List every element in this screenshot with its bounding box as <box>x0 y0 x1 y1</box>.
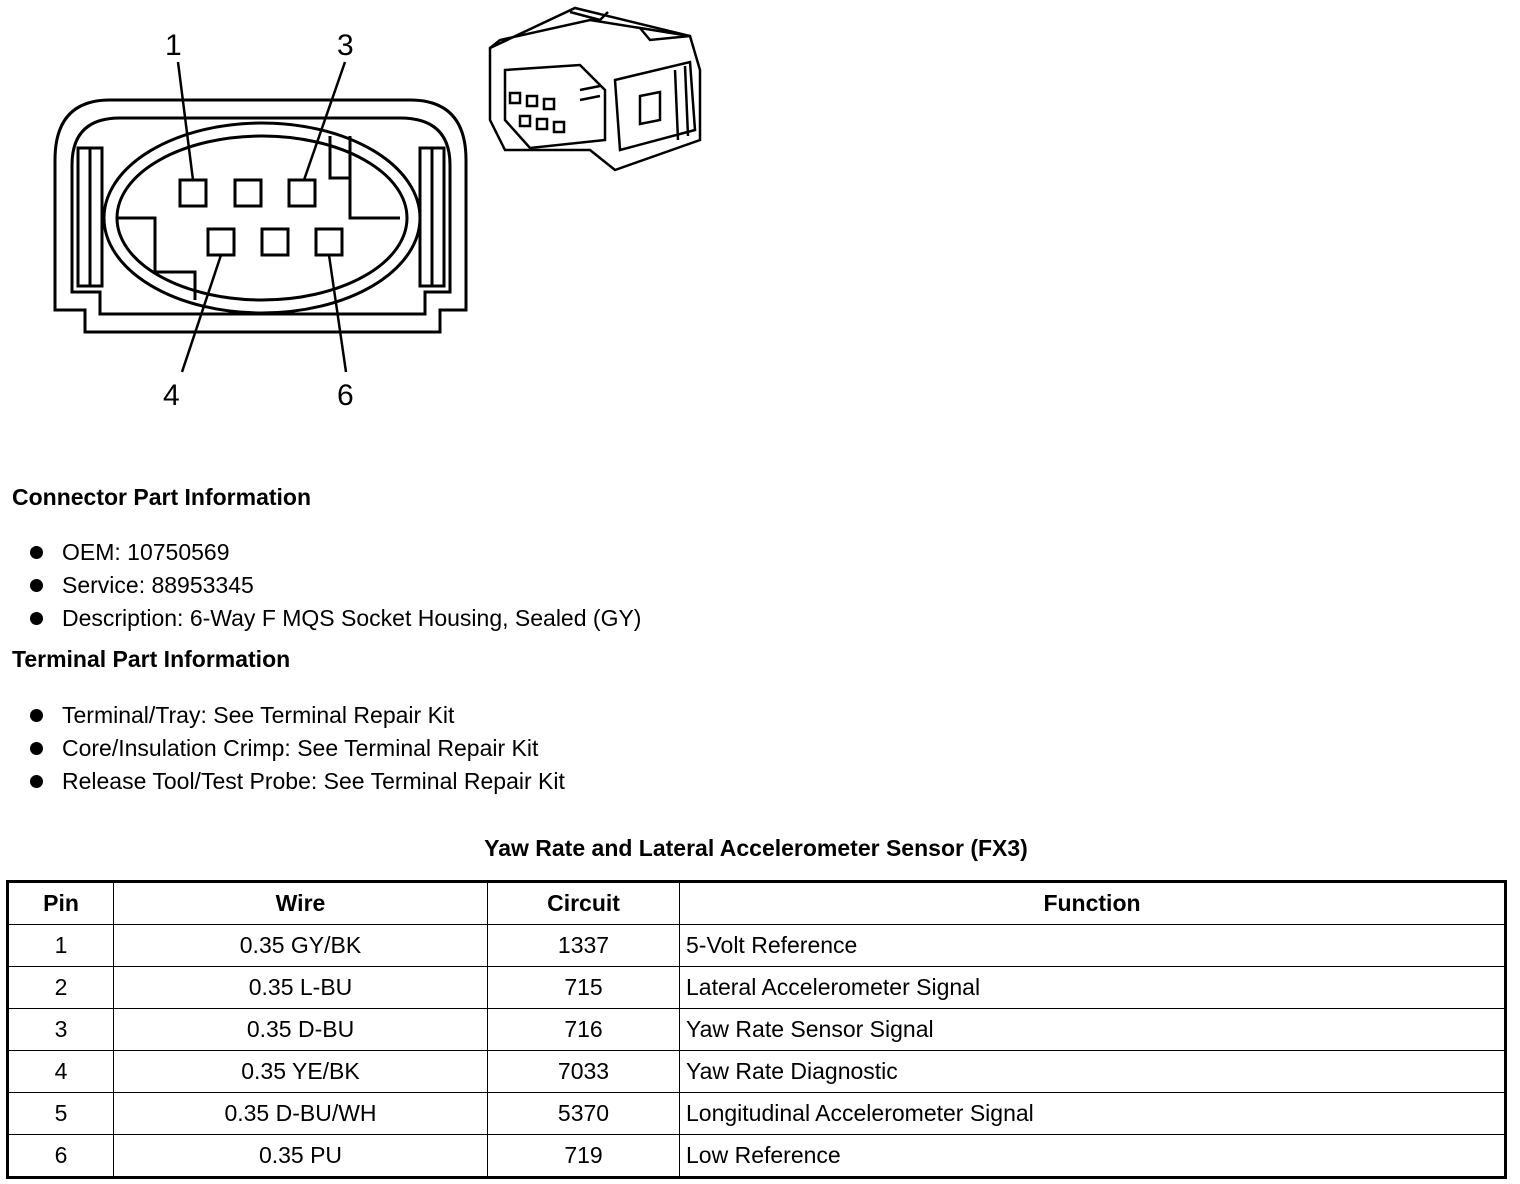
bullet-icon <box>30 742 43 755</box>
circuit-cell: 715 <box>487 966 680 1009</box>
cavity-5 <box>260 227 290 257</box>
leader-1 <box>176 61 195 181</box>
table-row: 3 0.35 D-BU 716 Yaw Rate Sensor Signal <box>7 1008 1506 1051</box>
table-row: 5 0.35 D-BU/WH 5370 Longitudinal Acceler… <box>7 1092 1506 1135</box>
pin-cell: 1 <box>7 924 114 967</box>
function-cell: Lateral Accelerometer Signal <box>679 966 1506 1009</box>
list-item: Service: 88953345 <box>28 569 641 602</box>
pin-callout-6: 6 <box>337 379 354 412</box>
function-cell: Low Reference <box>679 1134 1506 1178</box>
wire-cell: 0.35 D-BU <box>113 1008 488 1051</box>
bullet-icon <box>30 579 43 592</box>
cavity-2 <box>233 178 263 208</box>
pin-cell: 5 <box>7 1092 114 1135</box>
pin-callout-3: 3 <box>337 29 354 62</box>
column-header-pin: Pin <box>7 881 114 925</box>
column-header-circuit: Circuit <box>487 881 680 925</box>
connector-part-info-heading: Connector Part Information <box>12 484 312 510</box>
leader-3 <box>302 61 347 181</box>
function-cell: Yaw Rate Diagnostic <box>679 1050 1506 1093</box>
bullet-icon <box>30 775 43 788</box>
pin-callout-1: 1 <box>165 29 182 62</box>
pin-cell: 3 <box>7 1008 114 1051</box>
pin-callout-4: 4 <box>163 379 180 412</box>
seal-ring-outer <box>102 121 422 315</box>
table-title: Yaw Rate and Lateral Accelerometer Senso… <box>484 835 1028 861</box>
seal-ring-inner <box>115 134 409 302</box>
cavity-1 <box>178 178 208 208</box>
circuit-cell: 7033 <box>487 1050 680 1093</box>
bullet-icon <box>30 612 43 625</box>
function-cell: Yaw Rate Sensor Signal <box>679 1008 1506 1051</box>
function-cell: 5-Volt Reference <box>679 924 1506 967</box>
column-header-function: Function <box>679 881 1506 925</box>
table-row: 2 0.35 L-BU 715 Lateral Accelerometer Si… <box>7 966 1506 1009</box>
circuit-cell: 719 <box>487 1134 680 1178</box>
table-row: 4 0.35 YE/BK 7033 Yaw Rate Diagnostic <box>7 1050 1506 1093</box>
terminal-part-info-heading: Terminal Part Information <box>12 646 291 672</box>
key-slot-right <box>328 136 400 220</box>
wire-cell: 0.35 L-BU <box>113 966 488 1009</box>
cavity-4 <box>206 227 236 257</box>
circuit-cell: 716 <box>487 1008 680 1051</box>
pin-cell: 6 <box>7 1134 114 1178</box>
pin-cell: 2 <box>7 966 114 1009</box>
table-row: 6 0.35 PU 719 Low Reference <box>7 1134 1506 1178</box>
circuit-cell: 1337 <box>487 924 680 967</box>
terminal-part-info-list: Terminal/Tray: See Terminal Repair Kit C… <box>28 699 565 798</box>
connector-part-info-list: OEM: 10750569 Service: 88953345 Descript… <box>28 536 641 635</box>
list-item: Release Tool/Test Probe: See Terminal Re… <box>28 765 565 798</box>
cavity-6 <box>314 227 344 257</box>
wire-cell: 0.35 PU <box>113 1134 488 1178</box>
key-slot-left <box>118 216 197 300</box>
circuit-cell: 5370 <box>487 1092 680 1135</box>
list-item: Description: 6-Way F MQS Socket Housing,… <box>28 602 641 635</box>
bullet-icon <box>30 546 43 559</box>
connector-3d-illustration <box>488 6 702 172</box>
function-cell: Longitudinal Accelerometer Signal <box>679 1092 1506 1135</box>
table-row: 1 0.35 GY/BK 1337 5-Volt Reference <box>7 924 1506 967</box>
pinout-table: Pin Wire Circuit Function 1 0.35 GY/BK 1… <box>6 880 1507 1179</box>
list-item: Core/Insulation Crimp: See Terminal Repa… <box>28 732 565 765</box>
connector-housing-inner-outline <box>70 116 452 316</box>
connector-diagram: 1 3 4 6 <box>53 6 702 412</box>
cavity-3 <box>287 178 317 208</box>
connector-housing-outline <box>53 98 468 334</box>
list-item: Terminal/Tray: See Terminal Repair Kit <box>28 699 565 732</box>
table-header-row: Pin Wire Circuit Function <box>7 881 1506 925</box>
column-header-wire: Wire <box>113 881 488 925</box>
leader-6 <box>327 254 348 373</box>
pin-cell: 4 <box>7 1050 114 1093</box>
leader-4 <box>180 254 223 373</box>
list-item: OEM: 10750569 <box>28 536 641 569</box>
wire-cell: 0.35 D-BU/WH <box>113 1092 488 1135</box>
wire-cell: 0.35 YE/BK <box>113 1050 488 1093</box>
bullet-icon <box>30 709 43 722</box>
wire-cell: 0.35 GY/BK <box>113 924 488 967</box>
